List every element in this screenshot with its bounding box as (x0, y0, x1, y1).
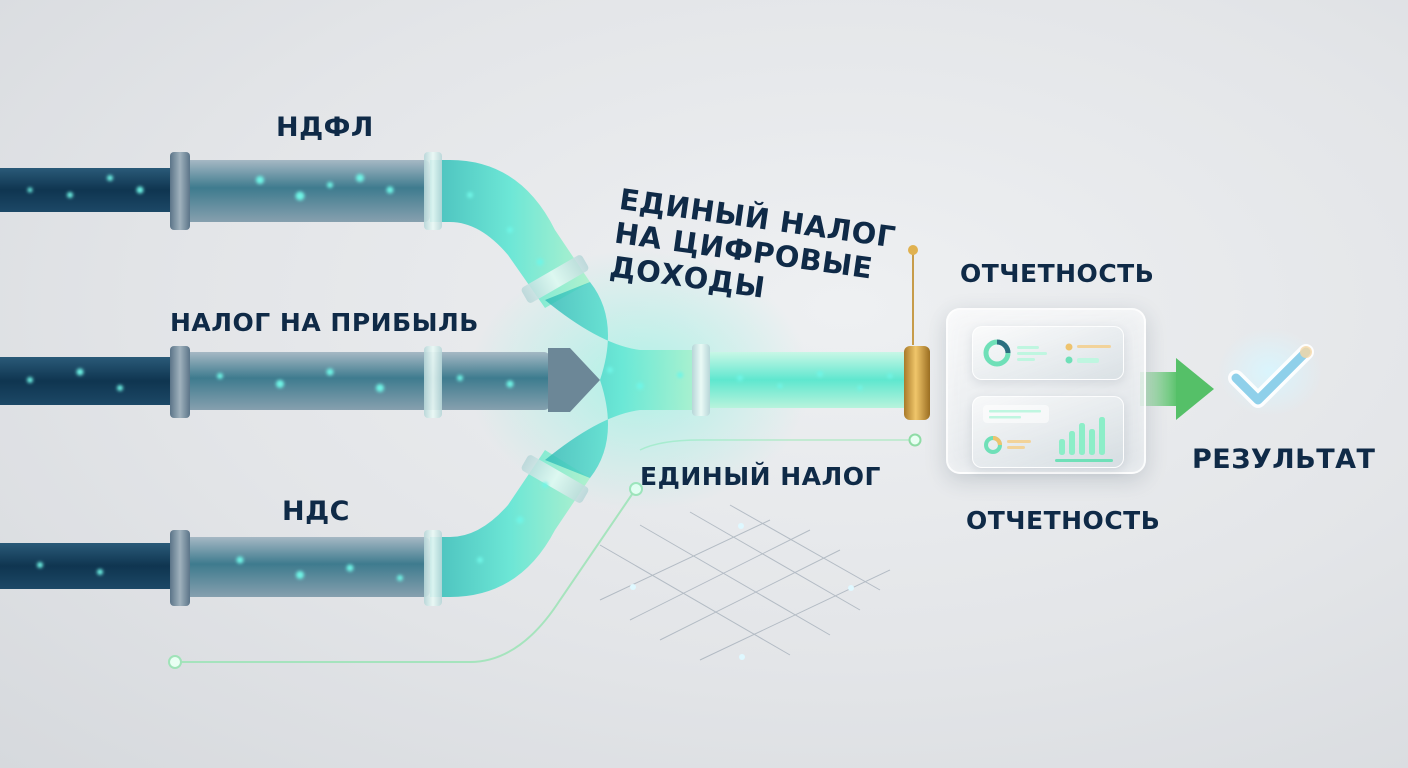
pipe-single-tax (692, 344, 930, 420)
report-panel-bottom (972, 396, 1124, 468)
label-single-tax: ЕДИНЫЙ НАЛОГ (640, 462, 881, 491)
pipe-vat (0, 450, 590, 606)
arrow-right-icon (1140, 358, 1214, 420)
checkmark-icon (1218, 328, 1322, 416)
label-ndfl: НДФЛ (276, 112, 374, 143)
label-reporting-top: ОТЧЕТНОСТЬ (960, 259, 1155, 288)
donut-chart-icon (983, 339, 1111, 367)
label-reporting-bottom: ОТЧЕТНОСТЬ (966, 506, 1161, 535)
dashboard-icon (946, 308, 1146, 474)
bar-chart-icon (983, 405, 1113, 462)
label-vat: НДС (282, 496, 350, 527)
grid-decoration (599, 504, 891, 661)
pipe-ndfl (0, 152, 590, 308)
report-panel-top (972, 326, 1124, 380)
label-profit-tax: НАЛОГ НА ПРИБЫЛЬ (170, 308, 479, 337)
label-result: РЕЗУЛЬТАТ (1192, 444, 1376, 475)
